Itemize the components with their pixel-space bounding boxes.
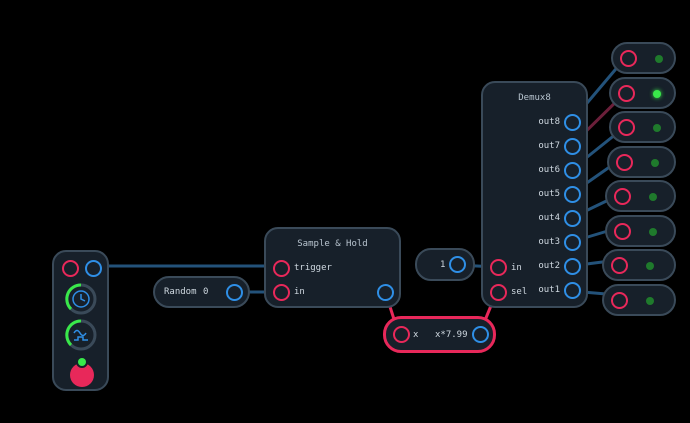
constant-value: 1 — [440, 260, 446, 270]
led-node[interactable] — [611, 42, 676, 74]
demux8-sel-label: sel — [511, 287, 528, 297]
led-indicator — [651, 158, 659, 167]
expression-x-label: x — [413, 330, 419, 340]
expression-out-port[interactable] — [472, 326, 489, 343]
constant-node[interactable]: 1 — [415, 248, 475, 281]
sample-hold-node[interactable]: Sample & Hold trigger in — [264, 227, 401, 308]
sample-hold-in-port[interactable] — [273, 284, 290, 301]
expression-node[interactable]: x x*7.99 — [383, 316, 496, 353]
led-indicator — [649, 227, 657, 236]
demux8-sel-port[interactable] — [490, 284, 507, 301]
sample-hold-in-label: in — [294, 287, 305, 297]
demux8-out3-label: out3 — [538, 237, 560, 247]
expression-x-port[interactable] — [393, 326, 410, 343]
waveform-knob[interactable] — [64, 318, 98, 352]
constant-out-port[interactable] — [449, 256, 466, 273]
demux8-title: Demux8 — [518, 93, 551, 103]
led-node[interactable] — [609, 76, 676, 109]
demux8-out2-port[interactable] — [564, 258, 581, 275]
led-in-port[interactable] — [614, 188, 631, 205]
led-indicator — [653, 89, 661, 98]
led-indicator — [646, 262, 654, 270]
led-in-port[interactable] — [611, 257, 628, 274]
led-node[interactable] — [602, 249, 676, 281]
led-indicator — [653, 124, 661, 132]
random-out-port[interactable] — [226, 284, 243, 301]
random-node[interactable]: Random 0 — [153, 276, 250, 308]
led-node[interactable] — [605, 180, 676, 212]
led-indicator — [649, 193, 657, 201]
led-node[interactable] — [607, 145, 676, 178]
led-in-port[interactable] — [618, 119, 635, 136]
demux8-out2-label: out2 — [538, 261, 560, 271]
clock-out-port[interactable] — [85, 260, 102, 277]
expression-formula[interactable]: x*7.99 — [435, 330, 468, 340]
random-label: Random — [164, 287, 197, 297]
demux8-out8-port[interactable] — [564, 114, 581, 131]
waveform-icon — [73, 329, 87, 337]
led-in-port[interactable] — [620, 50, 637, 67]
led-node[interactable] — [605, 214, 676, 247]
demux8-out7-label: out7 — [538, 141, 560, 151]
demux8-out7-port[interactable] — [564, 138, 581, 155]
clock-rate-knob[interactable] — [64, 282, 98, 316]
led-indicator — [646, 296, 654, 305]
led-in-port[interactable] — [614, 222, 631, 240]
demux8-out1-label: out1 — [538, 285, 560, 295]
sample-hold-trigger-label: trigger — [294, 263, 332, 273]
clock-module[interactable] — [52, 250, 109, 391]
demux8-out6-label: out6 — [538, 165, 560, 175]
demux8-in-port[interactable] — [490, 259, 507, 276]
led-node[interactable] — [602, 283, 676, 316]
demux8-out4-label: out4 — [538, 213, 560, 223]
demux8-in-label: in — [511, 263, 522, 273]
demux8-out4-port[interactable] — [564, 210, 581, 227]
demux8-out5-port[interactable] — [564, 186, 581, 203]
led-indicator — [655, 55, 663, 63]
demux8-out8-label: out8 — [538, 117, 560, 127]
sample-hold-title: Sample & Hold — [297, 239, 368, 249]
led-node[interactable] — [609, 111, 676, 143]
demux8-out3-port[interactable] — [564, 234, 581, 251]
led-in-port[interactable] — [616, 153, 633, 171]
clock-reset-port[interactable] — [62, 260, 79, 277]
demux8-out6-port[interactable] — [564, 162, 581, 179]
led-in-port[interactable] — [618, 84, 635, 102]
demux8-out5-label: out5 — [538, 189, 560, 199]
sample-hold-out-port[interactable] — [377, 284, 394, 301]
trigger-button[interactable] — [67, 354, 97, 388]
demux8-out1-port[interactable] — [564, 282, 581, 299]
led-in-port[interactable] — [611, 291, 628, 309]
random-value: 0 — [203, 287, 209, 297]
sample-hold-trigger-port[interactable] — [273, 260, 290, 277]
clock-icon — [72, 290, 90, 308]
